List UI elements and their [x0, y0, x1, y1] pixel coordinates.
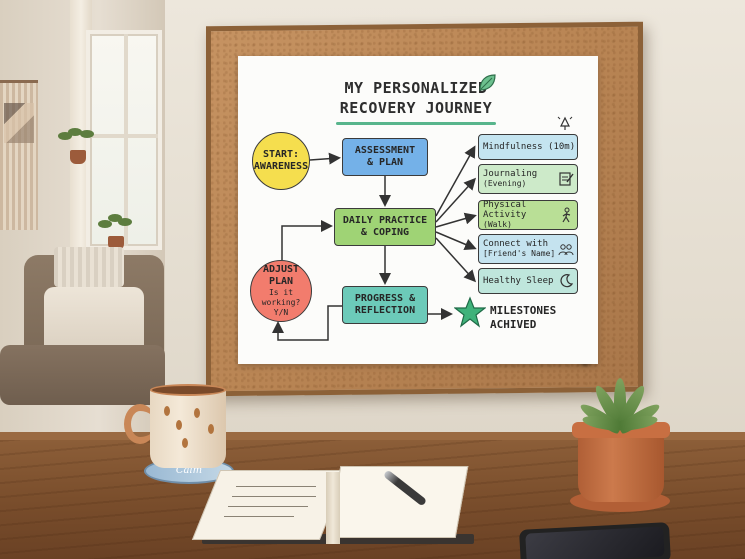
flow-arrows [272, 145, 477, 341]
window-plant [96, 214, 136, 250]
title-line-1: MY PERSONALIZED [344, 79, 488, 97]
star-icon [454, 296, 486, 328]
coaster-text: Calm [175, 465, 203, 476]
leaf-icon [479, 74, 496, 91]
title-underline [336, 122, 496, 125]
start-awareness-node: START: AWARENESS [252, 132, 310, 190]
practice-mindfulness: Mindfulness (10m) [478, 134, 578, 160]
wall-hanging [0, 80, 38, 230]
desk-edge [0, 432, 745, 442]
recovery-journey-poster: MY PERSONALIZED RECOVERY JOURNEY START: … [238, 56, 598, 364]
moon-icon [560, 274, 574, 288]
open-notebook [191, 460, 474, 550]
lamp-icon [557, 116, 573, 130]
practice-connect-friend: Connect with [Friend's Name] [478, 234, 578, 264]
window [86, 30, 162, 250]
practice-physical-activity: Physical Activity (Walk) [478, 200, 578, 230]
sofa [0, 247, 165, 405]
progress-reflection-node: PROGRESS & REFLECTION [342, 286, 428, 324]
title-line-2: RECOVERY JOURNEY [339, 99, 493, 117]
practice-journaling: Journaling (Evening) [478, 164, 578, 194]
adjust-plan-node: ADJUST PLAN Is it working? Y/N [250, 260, 312, 322]
poster-title: MY PERSONALIZED RECOVERY JOURNEY [316, 78, 516, 125]
assessment-plan-node: ASSESSMENT & PLAN [342, 138, 428, 176]
milestones-achieved-label: MILESTONES ACHIVED [490, 304, 557, 331]
people-icon [558, 244, 574, 256]
succulent-plant [568, 372, 672, 522]
walking-person-icon [562, 207, 571, 223]
notebook-pen-icon [559, 172, 574, 186]
daily-practice-node: DAILY PRACTICE & COPING [334, 208, 436, 246]
hanging-plant [58, 128, 98, 164]
practice-healthy-sleep: Healthy Sleep [478, 268, 578, 294]
